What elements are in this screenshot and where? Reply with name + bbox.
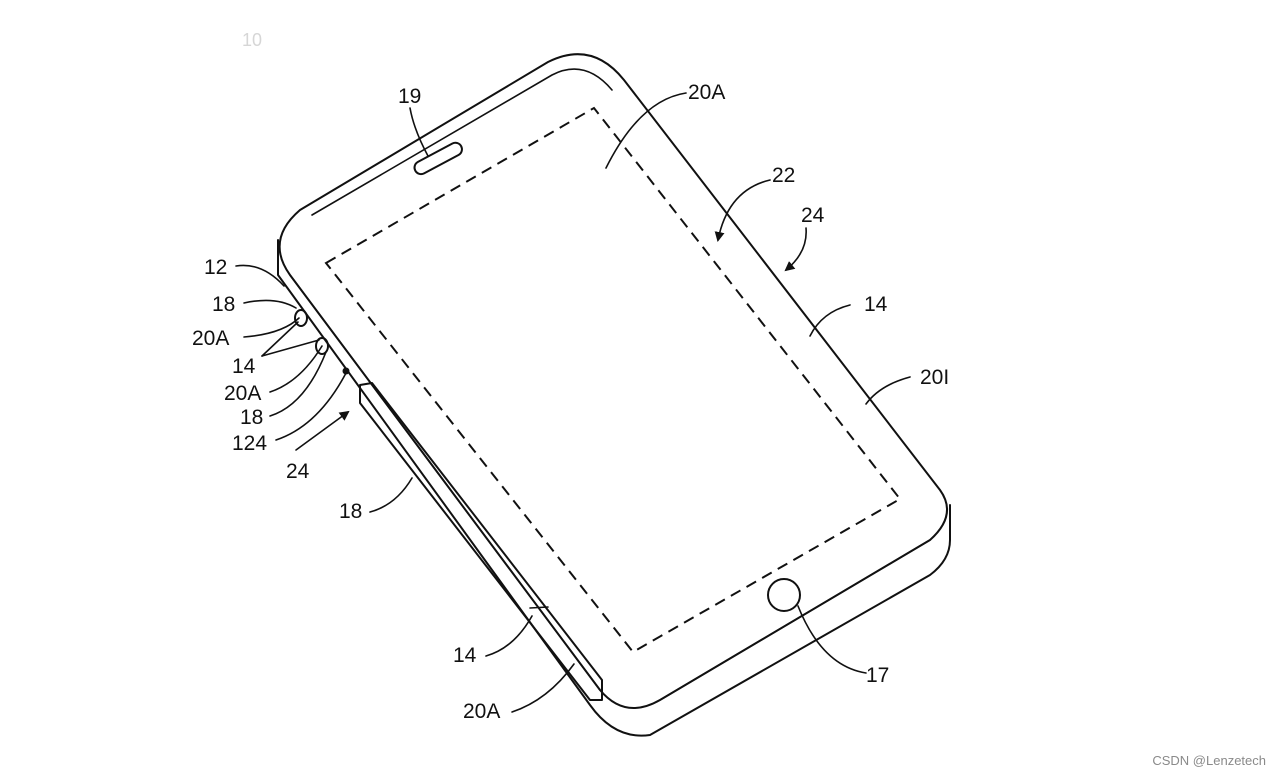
label-20A-b: 20A <box>224 382 261 405</box>
bezel-inner-line <box>311 68 613 216</box>
label-22: 22 <box>772 164 795 187</box>
side-window-divider <box>529 606 549 609</box>
side-button-upper <box>294 309 308 327</box>
front-face-outline <box>278 53 949 709</box>
label-20A-bottom: 20A <box>463 700 500 723</box>
label-124: 124 <box>232 432 267 455</box>
side-window-long <box>359 382 603 701</box>
label-24-right: 24 <box>801 204 825 227</box>
label-24-left: 24 <box>286 460 310 483</box>
label-18-c: 18 <box>339 500 362 523</box>
label-17: 17 <box>866 664 889 687</box>
device-body <box>277 53 951 737</box>
side-button-lower <box>315 337 329 355</box>
display-region-dashed <box>324 106 902 654</box>
label-14-bottom: 14 <box>453 644 477 667</box>
label-14-right: 14 <box>864 293 888 316</box>
home-button <box>767 578 801 612</box>
side-edge-line <box>289 274 601 691</box>
side-port-dot <box>342 367 350 375</box>
label-20A-a: 20A <box>192 327 229 350</box>
side-bottom-edge <box>659 539 931 701</box>
faint-top-text: 10 <box>242 30 262 50</box>
leader-lines <box>235 92 911 713</box>
label-14-a: 14 <box>232 355 256 378</box>
label-18-b: 18 <box>240 406 263 429</box>
label-19: 19 <box>398 85 421 108</box>
label-20I: 20I <box>920 366 949 389</box>
watermark: CSDN @Lenzetech <box>1152 753 1266 768</box>
label-18-a: 18 <box>212 293 235 316</box>
speaker-slot <box>413 141 463 176</box>
device-side-outline <box>277 239 951 737</box>
label-12: 12 <box>204 256 227 279</box>
label-20A-top: 20A <box>688 81 725 104</box>
